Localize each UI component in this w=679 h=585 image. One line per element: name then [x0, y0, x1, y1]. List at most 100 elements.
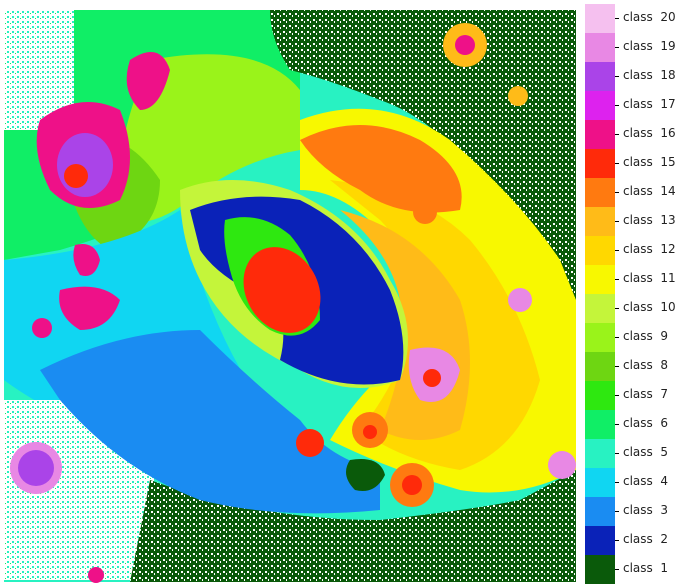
legend-tick	[615, 453, 619, 454]
legend-swatch	[585, 497, 615, 526]
legend-label: class 16	[623, 126, 676, 140]
legend-label: class 18	[623, 68, 676, 82]
legend-item-class-15: class 15	[585, 149, 679, 178]
legend-label: class 6	[623, 416, 669, 430]
legend-swatch	[585, 149, 615, 178]
legend-item-class-5: class 5	[585, 439, 679, 468]
legend-label: class 1	[623, 561, 669, 575]
blob-class-18-lower-left	[18, 450, 54, 486]
legend-label: class 17	[623, 97, 676, 111]
legend-swatch	[585, 352, 615, 381]
legend-tick	[615, 337, 619, 338]
legend-tick	[615, 250, 619, 251]
legend-tick	[615, 105, 619, 106]
hotspot-class-19-right-5	[508, 288, 532, 312]
legend-item-class-1: class 1	[585, 555, 679, 584]
hotspot-class-15-center	[243, 247, 321, 333]
region-class-3-band	[40, 330, 380, 514]
region-class-9-band	[118, 54, 300, 223]
legend-label: class 10	[623, 300, 676, 314]
legend-swatch	[585, 120, 615, 149]
legend-tick	[615, 18, 619, 19]
legend-swatch	[585, 439, 615, 468]
legend-label: class 14	[623, 184, 676, 198]
legend-item-class-9: class 9	[585, 323, 679, 352]
legend-swatch	[585, 265, 615, 294]
blob-class-17-bottom-left	[88, 567, 104, 583]
blob-class-16-left-small	[73, 244, 100, 276]
blob-class-1-lower-mid	[346, 459, 385, 491]
legend-tick	[615, 279, 619, 280]
legend-tick	[615, 134, 619, 135]
legend-item-class-10: class 10	[585, 294, 679, 323]
legend-item-class-18: class 18	[585, 62, 679, 91]
legend-tick	[615, 540, 619, 541]
legend-label: class 9	[623, 329, 669, 343]
blob-class-16-left-mid	[59, 286, 120, 330]
hotspot-class-15-right-2	[296, 429, 324, 457]
legend-item-class-3: class 3	[585, 497, 679, 526]
legend-item-class-17: class 17	[585, 91, 679, 120]
hotspot-class-15-right-1	[423, 369, 441, 387]
legend-item-class-19: class 19	[585, 33, 679, 62]
legend-tick	[615, 482, 619, 483]
legend-swatch	[585, 381, 615, 410]
legend-swatch	[585, 323, 615, 352]
legend-label: class 19	[623, 39, 676, 53]
legend-swatch	[585, 207, 615, 236]
legend-item-class-7: class 7	[585, 381, 679, 410]
legend-item-class-2: class 2	[585, 526, 679, 555]
blob-class-17-left	[32, 318, 52, 338]
legend-tick	[615, 163, 619, 164]
legend-swatch	[585, 294, 615, 323]
legend-tick	[615, 308, 619, 309]
blob-class-18-upper-left	[57, 133, 113, 197]
blob-class-16-top	[126, 52, 170, 110]
hotspot-class-15-right-3	[402, 475, 422, 495]
legend-swatch	[585, 62, 615, 91]
legend-swatch	[585, 236, 615, 265]
legend-item-class-14: class 14	[585, 178, 679, 207]
legend-label: class 2	[623, 532, 669, 546]
legend-item-class-11: class 11	[585, 265, 679, 294]
legend-tick	[615, 569, 619, 570]
hotspot-class-15-upper-left	[64, 164, 88, 188]
legend-label: class 3	[623, 503, 669, 517]
hotspot-class-16-top-right	[455, 35, 475, 55]
legend-swatch	[585, 33, 615, 62]
legend-item-class-4: class 4	[585, 468, 679, 497]
legend-label: class 8	[623, 358, 669, 372]
classification-map	[4, 10, 576, 583]
legend-tick	[615, 511, 619, 512]
legend-item-class-12: class 12	[585, 236, 679, 265]
legend-label: class 13	[623, 213, 676, 227]
legend-tick	[615, 192, 619, 193]
legend-swatch	[585, 91, 615, 120]
legend-swatch	[585, 468, 615, 497]
legend-tick	[615, 366, 619, 367]
legend-swatch	[585, 555, 615, 584]
legend-swatch	[585, 4, 615, 33]
legend-item-class-16: class 16	[585, 120, 679, 149]
legend-label: class 4	[623, 474, 669, 488]
legend-label: class 11	[623, 271, 676, 285]
legend-label: class 7	[623, 387, 669, 401]
legend-tick	[615, 47, 619, 48]
legend-item-class-8: class 8	[585, 352, 679, 381]
region-class-1-bottom	[130, 470, 576, 582]
hotspot-class-13-right-1	[508, 86, 528, 106]
legend-tick	[615, 76, 619, 77]
hotspot-class-19-right-7	[548, 451, 576, 479]
legend-label: class 5	[623, 445, 669, 459]
legend-item-class-6: class 6	[585, 410, 679, 439]
legend-swatch	[585, 526, 615, 555]
legend-tick	[615, 395, 619, 396]
legend-item-class-20: class 20	[585, 4, 679, 33]
legend-label: class 12	[623, 242, 676, 256]
legend-item-class-13: class 13	[585, 207, 679, 236]
region-class-1-top	[270, 10, 576, 300]
hotspot-class-15-right-4	[363, 425, 377, 439]
hotspot-class-14-right-6	[413, 200, 437, 224]
legend-swatch	[585, 178, 615, 207]
legend-swatch	[585, 410, 615, 439]
